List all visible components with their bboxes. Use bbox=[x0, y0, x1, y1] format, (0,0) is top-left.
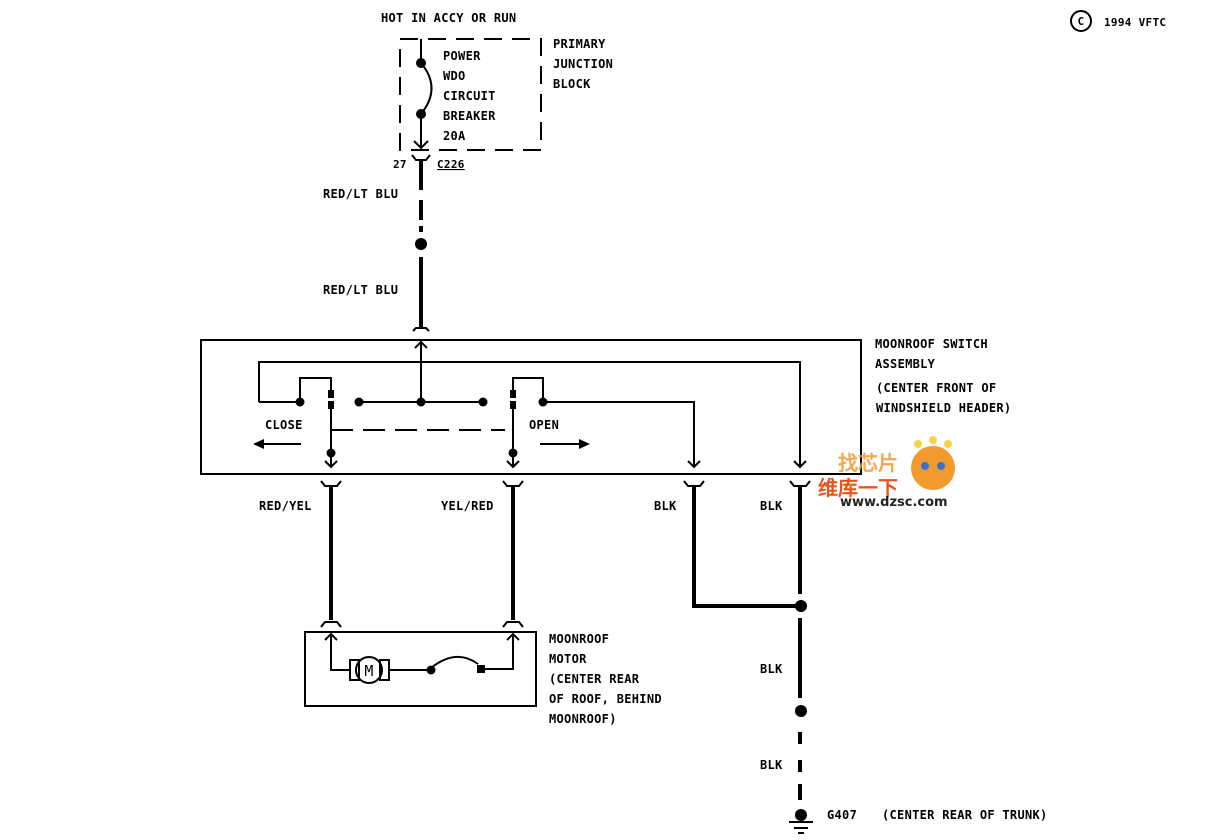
switch-internal-wire bbox=[258, 361, 801, 466]
wire-color-label: RED/LT BLU bbox=[323, 283, 398, 297]
connector-male-icon bbox=[506, 460, 520, 469]
connector-female-icon bbox=[411, 154, 431, 161]
wire-color-label: RED/YEL bbox=[259, 499, 312, 513]
block-label-line: BLOCK bbox=[553, 77, 591, 91]
close-label: CLOSE bbox=[265, 418, 303, 432]
mascot-icon bbox=[911, 446, 955, 490]
switch-internal-wire bbox=[512, 377, 544, 402]
moonroof-motor: M MOONROOF MOTOR (CENTER REAR OF ROOF, B… bbox=[304, 631, 662, 726]
block-label-line: JUNCTION bbox=[553, 57, 613, 71]
connector-female-icon bbox=[320, 480, 342, 487]
mascot-antenna-icon bbox=[944, 440, 952, 448]
motor-location-line: (CENTER REAR bbox=[549, 672, 640, 686]
motor-location-line: OF ROOF, BEHIND bbox=[549, 692, 662, 706]
connector-male-icon bbox=[414, 340, 428, 349]
switch-contact bbox=[416, 397, 426, 407]
connector-female-icon bbox=[320, 621, 342, 628]
splice-dot bbox=[415, 238, 427, 250]
connector-female-icon bbox=[683, 480, 705, 487]
breaker-label-line: WDO bbox=[443, 69, 466, 83]
circuit-breaker-arc-icon bbox=[420, 62, 433, 115]
mascot-eye-icon bbox=[921, 462, 929, 470]
mascot-antenna-icon bbox=[929, 436, 937, 444]
switch-assembly-outline bbox=[200, 339, 862, 475]
limit-switch-contact bbox=[477, 665, 485, 673]
motor-wire bbox=[330, 634, 350, 671]
wire-ground-a bbox=[692, 486, 800, 608]
motor-wire bbox=[485, 634, 514, 670]
limit-switch-icon bbox=[430, 656, 479, 669]
connector-pin-number: 27 bbox=[393, 158, 407, 171]
splice-dot bbox=[795, 705, 807, 717]
block-label-line: PRIMARY bbox=[553, 37, 606, 51]
wire-color-label: BLK bbox=[760, 499, 783, 513]
switch-blade-icon bbox=[328, 390, 334, 398]
connector-male-icon bbox=[793, 460, 807, 469]
motor-icon bbox=[355, 656, 383, 684]
open-label: OPEN bbox=[529, 418, 559, 432]
watermark: 找芯片 维库一下 www.dzsc.com bbox=[818, 436, 955, 510]
switch-contact bbox=[354, 397, 364, 407]
ground-id: G407 bbox=[827, 808, 857, 822]
junction-block-outline bbox=[399, 38, 542, 151]
switch-location-line: (CENTER FRONT OF bbox=[876, 381, 996, 395]
moonroof-switch-assembly: CLOSE OPEN MOONROOF SWITCH ASSEMBLY (CEN… bbox=[200, 337, 1011, 475]
close-arrow-icon bbox=[253, 439, 264, 449]
mascot-antenna-icon bbox=[914, 440, 922, 448]
switch-contact bbox=[508, 448, 518, 458]
connector-male-icon bbox=[687, 460, 701, 469]
switch-contact bbox=[326, 448, 336, 458]
splice-dot bbox=[795, 600, 807, 612]
mascot-eye-icon bbox=[937, 462, 945, 470]
connector-id: C226 bbox=[437, 158, 465, 171]
copyright-text: 1994 VFTC bbox=[1104, 16, 1166, 29]
motor-brush-icon bbox=[349, 659, 360, 681]
motor-location-line: MOONROOF) bbox=[549, 712, 617, 726]
wire-color-label: BLK bbox=[760, 662, 783, 676]
wire-color-label: BLK bbox=[760, 758, 783, 772]
wire-color-label: YEL/RED bbox=[441, 499, 494, 513]
ground-g407: G407 (CENTER REAR OF TRUNK) bbox=[789, 808, 1048, 834]
breaker-rating: 20A bbox=[443, 129, 466, 143]
copyright-circle-icon bbox=[1070, 10, 1092, 32]
breaker-label-line: POWER bbox=[443, 49, 481, 63]
copyright-symbol: C bbox=[1078, 15, 1085, 28]
wire-color-label: BLK bbox=[654, 499, 677, 513]
connector-female-icon bbox=[502, 480, 524, 487]
copyright-mark: C 1994 VFTC bbox=[1070, 10, 1166, 32]
switch-blade-icon bbox=[510, 390, 516, 398]
ground-terminal bbox=[795, 809, 807, 821]
connector-female-icon bbox=[789, 480, 811, 487]
connector-male-icon bbox=[413, 140, 429, 150]
feed-wire: RED/LT BLU RED/LT BLU bbox=[323, 160, 430, 332]
hot-in-label: HOT IN ACCY OR RUN bbox=[381, 11, 516, 25]
watermark-line2: 维库一下 bbox=[818, 476, 898, 500]
watermark-line1: 找芯片 bbox=[838, 451, 898, 475]
breaker-label-line: CIRCUIT bbox=[443, 89, 496, 103]
motor-symbol: M bbox=[364, 662, 373, 680]
motor-outline bbox=[304, 631, 537, 707]
switch-contact bbox=[478, 397, 488, 407]
primary-junction-block: HOT IN ACCY OR RUN POWER WDO CIRCUIT BRE… bbox=[381, 11, 613, 151]
ground-location: (CENTER REAR OF TRUNK) bbox=[882, 808, 1048, 822]
switch-location-line: WINDSHIELD HEADER) bbox=[876, 401, 1011, 415]
limit-switch-contact bbox=[426, 665, 436, 675]
connector-female-icon bbox=[412, 327, 430, 332]
connector-female-icon bbox=[502, 621, 524, 628]
switch-title-line: MOONROOF SWITCH bbox=[875, 337, 988, 351]
breaker-label-line: BREAKER bbox=[443, 109, 496, 123]
switch-internal-wire bbox=[543, 401, 695, 466]
connector-c226: 27 C226 bbox=[393, 154, 465, 171]
motor-title-line: MOONROOF bbox=[549, 632, 609, 646]
switch-internal-wire bbox=[299, 377, 332, 402]
switch-output-wires: RED/YEL YEL/RED BLK BLK BLK BLK bbox=[259, 480, 811, 800]
motor-title-line: MOTOR bbox=[549, 652, 587, 666]
switch-title-line: ASSEMBLY bbox=[875, 357, 936, 371]
connector-male-icon bbox=[324, 460, 338, 469]
wire-color-label: RED/LT BLU bbox=[323, 187, 398, 201]
watermark-url: www.dzsc.com bbox=[840, 495, 948, 510]
open-arrow-icon bbox=[579, 439, 590, 449]
